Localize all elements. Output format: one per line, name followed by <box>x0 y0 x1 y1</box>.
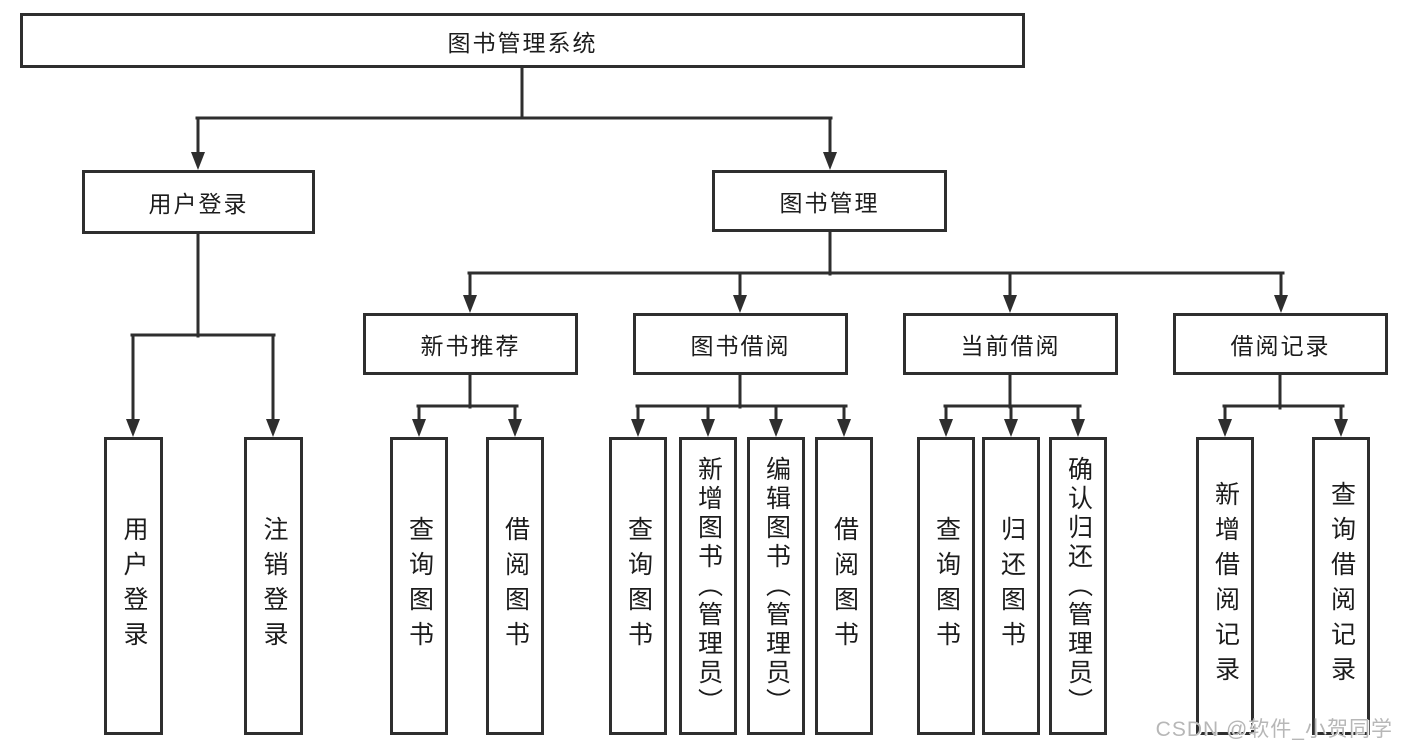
leaf-borrowing-add-books-admin: 新增图书（管理员） <box>679 437 737 735</box>
node-book-borrowing: 图书借阅 <box>633 313 848 375</box>
leaf-records-query-borrow-record: 查询借阅记录 <box>1312 437 1370 735</box>
leaf-recommend-borrow-books: 借阅图书 <box>486 437 544 735</box>
node-current-borrowing: 当前借阅 <box>903 313 1118 375</box>
leaf-current-query-books: 查询图书 <box>917 437 975 735</box>
leaf-borrowing-edit-books-admin: 编辑图书（管理员） <box>747 437 805 735</box>
leaf-borrowing-query-books: 查询图书 <box>609 437 667 735</box>
node-borrowing-records: 借阅记录 <box>1173 313 1388 375</box>
leaf-records-add-borrow-record: 新增借阅记录 <box>1196 437 1254 735</box>
leaf-current-confirm-return-admin: 确认归还（管理员） <box>1049 437 1107 735</box>
csdn-watermark: CSDN @软件_小贺同学 <box>1155 718 1393 741</box>
leaf-current-return-books: 归还图书 <box>982 437 1040 735</box>
node-library-management-system: 图书管理系统 <box>20 13 1025 68</box>
leaf-borrowing-borrow-books: 借阅图书 <box>815 437 873 735</box>
node-book-management: 图书管理 <box>712 170 947 232</box>
leaf-recommend-query-books: 查询图书 <box>390 437 448 735</box>
leaf-user-login: 用户登录 <box>104 437 163 735</box>
node-new-book-recommend: 新书推荐 <box>363 313 578 375</box>
node-user-login: 用户登录 <box>82 170 315 234</box>
leaf-logout: 注销登录 <box>244 437 303 735</box>
